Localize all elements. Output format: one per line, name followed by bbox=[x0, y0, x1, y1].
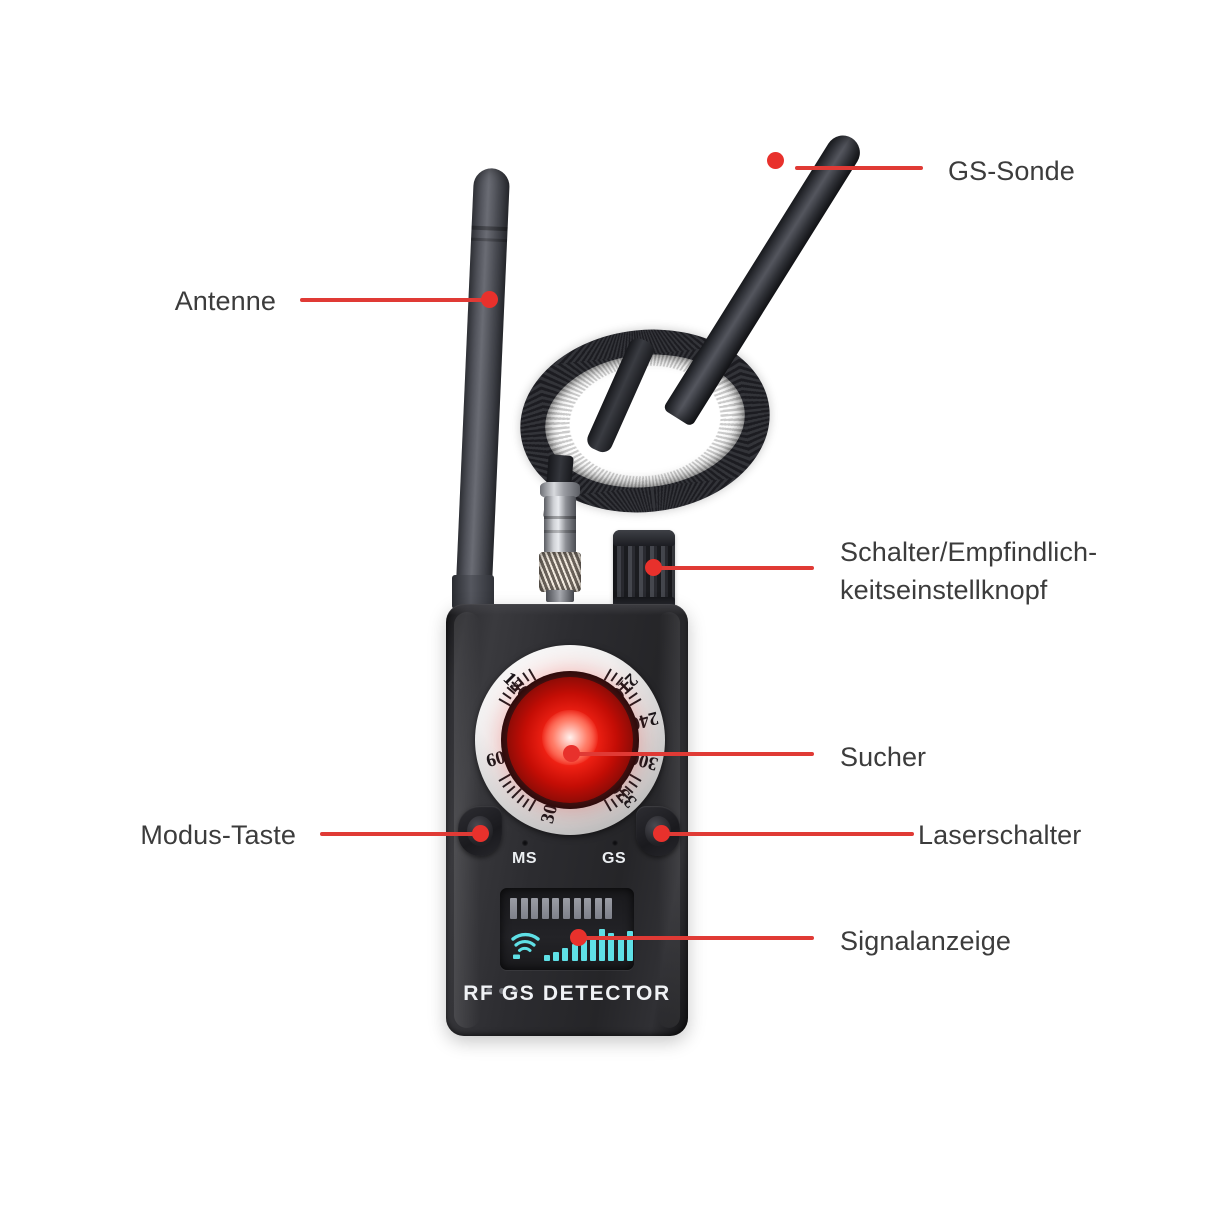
leader-line-antenna bbox=[300, 298, 486, 302]
gs-led-indicator bbox=[612, 840, 618, 846]
callout-knob: Schalter/Empfindlich- keitseinstellknopf bbox=[840, 537, 1098, 605]
dial-tick bbox=[629, 698, 642, 707]
gs-probe-tip bbox=[662, 129, 867, 428]
leader-line-mode-button bbox=[320, 832, 480, 836]
signal-bar-graph bbox=[544, 927, 634, 961]
antenna-rod bbox=[455, 167, 511, 609]
knob-top-cap bbox=[613, 530, 675, 546]
signal-segment bbox=[541, 898, 549, 919]
signal-bar bbox=[608, 933, 615, 961]
dial-tick bbox=[528, 799, 537, 812]
leader-dot-signal-meter bbox=[570, 929, 587, 946]
leader-dot-antenna bbox=[481, 291, 498, 308]
callout-mode-button: Modus-Taste bbox=[140, 820, 296, 850]
callout-laser-switch: Laserschalter bbox=[918, 820, 1082, 850]
signal-bar bbox=[553, 952, 560, 961]
leader-dot-laser-switch bbox=[653, 825, 670, 842]
signal-segment bbox=[562, 898, 570, 919]
ms-button-caption: MS bbox=[512, 850, 538, 867]
antenna-base bbox=[452, 575, 494, 609]
signal-bar bbox=[626, 931, 633, 961]
signal-segment bbox=[520, 898, 528, 919]
body-top-edge bbox=[446, 604, 688, 615]
bnc-top-ring bbox=[540, 482, 580, 498]
signal-bar bbox=[544, 955, 550, 961]
callout-signal-meter: Signalanzeige bbox=[840, 926, 1011, 956]
callout-antenna: Antenne bbox=[174, 286, 276, 316]
laser-switch-button[interactable] bbox=[636, 806, 680, 856]
dial-tick bbox=[516, 794, 525, 804]
leader-line-gs-probe bbox=[795, 166, 923, 170]
signal-segment bbox=[552, 898, 560, 919]
signal-segment bbox=[584, 898, 592, 919]
bnc-base bbox=[546, 590, 574, 602]
leader-dot-gs-probe bbox=[767, 152, 784, 169]
signal-bar bbox=[571, 944, 578, 961]
signal-bar bbox=[589, 937, 596, 961]
signal-segment bbox=[531, 898, 539, 919]
callout-gs-probe: GS-Sonde bbox=[948, 156, 1075, 186]
signal-display bbox=[500, 888, 634, 970]
signal-segment bbox=[594, 898, 602, 919]
callout-finder: Sucher bbox=[840, 742, 927, 772]
leader-dot-finder bbox=[563, 745, 580, 762]
dial-tick bbox=[506, 785, 516, 794]
ms-led-indicator bbox=[522, 840, 528, 846]
leader-dot-knob bbox=[645, 559, 662, 576]
bnc-connector bbox=[538, 482, 582, 602]
dial-tick bbox=[502, 780, 512, 788]
signal-segment bbox=[510, 898, 517, 919]
brand-label: RF GS DETECTOR bbox=[463, 982, 671, 1005]
signal-segment-row bbox=[510, 898, 613, 919]
signal-bar bbox=[562, 948, 569, 961]
laser-finder-lens bbox=[507, 677, 633, 803]
gs-button-caption: GS bbox=[602, 850, 627, 867]
bnc-barrel bbox=[544, 496, 576, 554]
signal-bar bbox=[599, 929, 606, 961]
wifi-signal-icon bbox=[511, 930, 541, 960]
signal-bar bbox=[617, 937, 624, 961]
sensitivity-knob[interactable] bbox=[613, 530, 675, 610]
leader-line-signal-meter bbox=[578, 936, 814, 940]
leader-line-finder bbox=[572, 752, 814, 756]
signal-segment bbox=[605, 898, 613, 919]
leader-dot-mode-button bbox=[472, 825, 489, 842]
dial-tick bbox=[522, 798, 530, 808]
signal-bar bbox=[580, 940, 587, 961]
signal-segment bbox=[573, 898, 581, 919]
status-dots bbox=[486, 988, 518, 994]
leader-line-laser-switch bbox=[662, 832, 914, 836]
bnc-knurled-nut bbox=[539, 552, 581, 592]
leader-line-knob bbox=[652, 566, 814, 570]
